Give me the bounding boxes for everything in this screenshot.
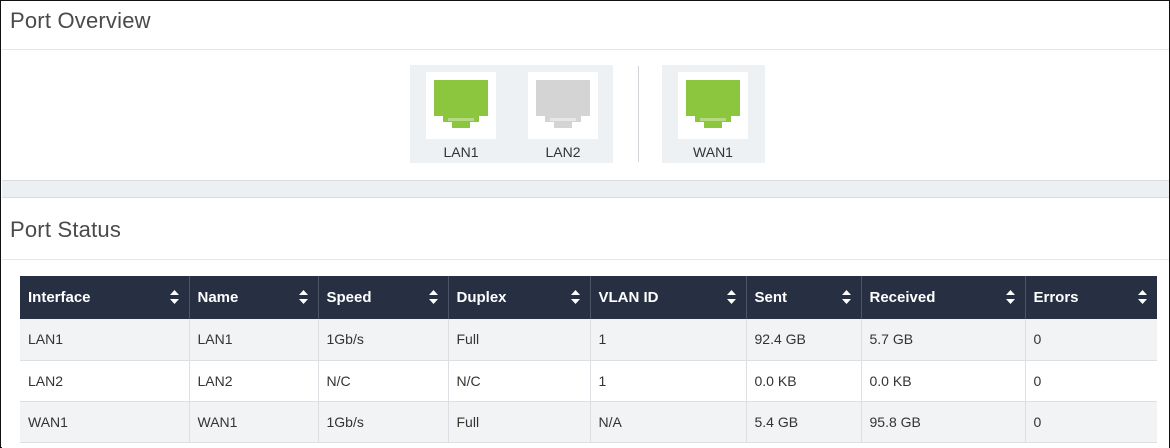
port-status-panel: Port Status Interface Name Speed Duplex … xyxy=(2,197,1169,448)
cell-errors: 0 xyxy=(1025,360,1157,402)
port-label: WAN1 xyxy=(693,144,733,160)
sort-icon xyxy=(298,290,308,304)
column-header-speed[interactable]: Speed xyxy=(318,276,449,319)
cell-errors: 0 xyxy=(1025,401,1157,443)
title-divider xyxy=(2,49,1169,50)
cell-name: LAN2 xyxy=(189,360,319,402)
column-header-label: Received xyxy=(869,289,936,306)
column-header-name[interactable]: Name xyxy=(189,276,319,319)
cell-sent: 5.4 GB xyxy=(746,401,862,443)
port-label: LAN1 xyxy=(443,144,479,160)
sort-icon xyxy=(1138,290,1147,304)
port-lan1[interactable]: LAN1 xyxy=(426,72,496,162)
column-header-label: Duplex xyxy=(456,289,507,306)
cell-interface: LAN1 xyxy=(20,319,190,361)
table-row: LAN2 LAN2 N/C N/C 1 0.0 KB 0.0 KB 0 xyxy=(20,360,1157,402)
ethernet-port-icon xyxy=(434,80,488,128)
ethernet-port-icon xyxy=(686,80,740,128)
port-tile xyxy=(528,72,598,139)
column-header-label: Speed xyxy=(326,289,372,306)
column-header-label: Errors xyxy=(1033,289,1079,306)
port-wan1[interactable]: WAN1 xyxy=(678,72,748,162)
column-header-label: Name xyxy=(197,289,239,306)
port-label: LAN2 xyxy=(545,144,581,160)
cell-name: WAN1 xyxy=(189,401,319,443)
sort-icon xyxy=(428,290,438,304)
port-overview-title: Port Overview xyxy=(10,8,151,33)
cell-speed: 1Gb/s xyxy=(318,319,449,361)
port-status-table: Interface Name Speed Duplex VLAN ID Sent… xyxy=(20,276,1157,443)
group-divider xyxy=(638,66,639,162)
sort-icon xyxy=(841,290,851,304)
port-lan2[interactable]: LAN2 xyxy=(528,72,598,162)
panel-separator xyxy=(2,181,1169,197)
column-header-vlan-id[interactable]: VLAN ID xyxy=(590,276,747,319)
cell-speed: N/C xyxy=(318,360,449,402)
column-header-errors[interactable]: Errors xyxy=(1025,276,1157,319)
cell-duplex: Full xyxy=(448,401,591,443)
port-shape-wan1 xyxy=(686,80,740,128)
port-tile xyxy=(426,72,496,139)
sort-icon xyxy=(726,290,736,304)
cell-duplex: N/C xyxy=(448,360,591,402)
cell-speed: 1Gb/s xyxy=(318,401,449,443)
cell-sent: 92.4 GB xyxy=(746,319,862,361)
cell-duplex: Full xyxy=(448,319,591,361)
cell-interface: LAN2 xyxy=(20,360,190,402)
table-header: Interface Name Speed Duplex VLAN ID Sent… xyxy=(20,276,1157,319)
column-header-received[interactable]: Received xyxy=(861,276,1026,319)
column-header-duplex[interactable]: Duplex xyxy=(448,276,591,319)
cell-received: 95.8 GB xyxy=(861,401,1026,443)
sort-icon xyxy=(570,290,580,304)
column-header-sent[interactable]: Sent xyxy=(746,276,862,319)
cell-vlan-id: N/A xyxy=(590,401,747,443)
column-header-label: Interface xyxy=(28,289,91,306)
table-row: WAN1 WAN1 1Gb/s Full N/A 5.4 GB 95.8 GB … xyxy=(20,401,1157,443)
column-header-label: Sent xyxy=(754,289,788,306)
lan-port-group: LAN1 LAN2 xyxy=(410,65,613,163)
cell-sent: 0.0 KB xyxy=(746,360,862,402)
port-shape-lan2 xyxy=(536,80,590,128)
cell-vlan-id: 1 xyxy=(590,319,747,361)
table-body: LAN1 LAN1 1Gb/s Full 1 92.4 GB 5.7 GB 0 … xyxy=(20,319,1157,443)
cell-errors: 0 xyxy=(1025,319,1157,361)
wan-port-group: WAN1 xyxy=(662,65,765,163)
table-row: LAN1 LAN1 1Gb/s Full 1 92.4 GB 5.7 GB 0 xyxy=(20,319,1157,361)
port-tile xyxy=(678,72,748,139)
sort-icon xyxy=(1005,290,1015,304)
cell-received: 5.7 GB xyxy=(861,319,1026,361)
column-header-label: VLAN ID xyxy=(598,289,659,306)
column-header-interface[interactable]: Interface xyxy=(20,276,190,319)
cell-name: LAN1 xyxy=(189,319,319,361)
port-shape-lan1 xyxy=(434,80,488,128)
cell-received: 0.0 KB xyxy=(861,360,1026,402)
cell-vlan-id: 1 xyxy=(590,360,747,402)
ethernet-port-icon xyxy=(536,80,590,128)
cell-interface: WAN1 xyxy=(20,401,190,443)
sort-icon xyxy=(169,290,179,304)
title-divider xyxy=(2,259,1169,260)
port-status-title: Port Status xyxy=(10,217,122,242)
